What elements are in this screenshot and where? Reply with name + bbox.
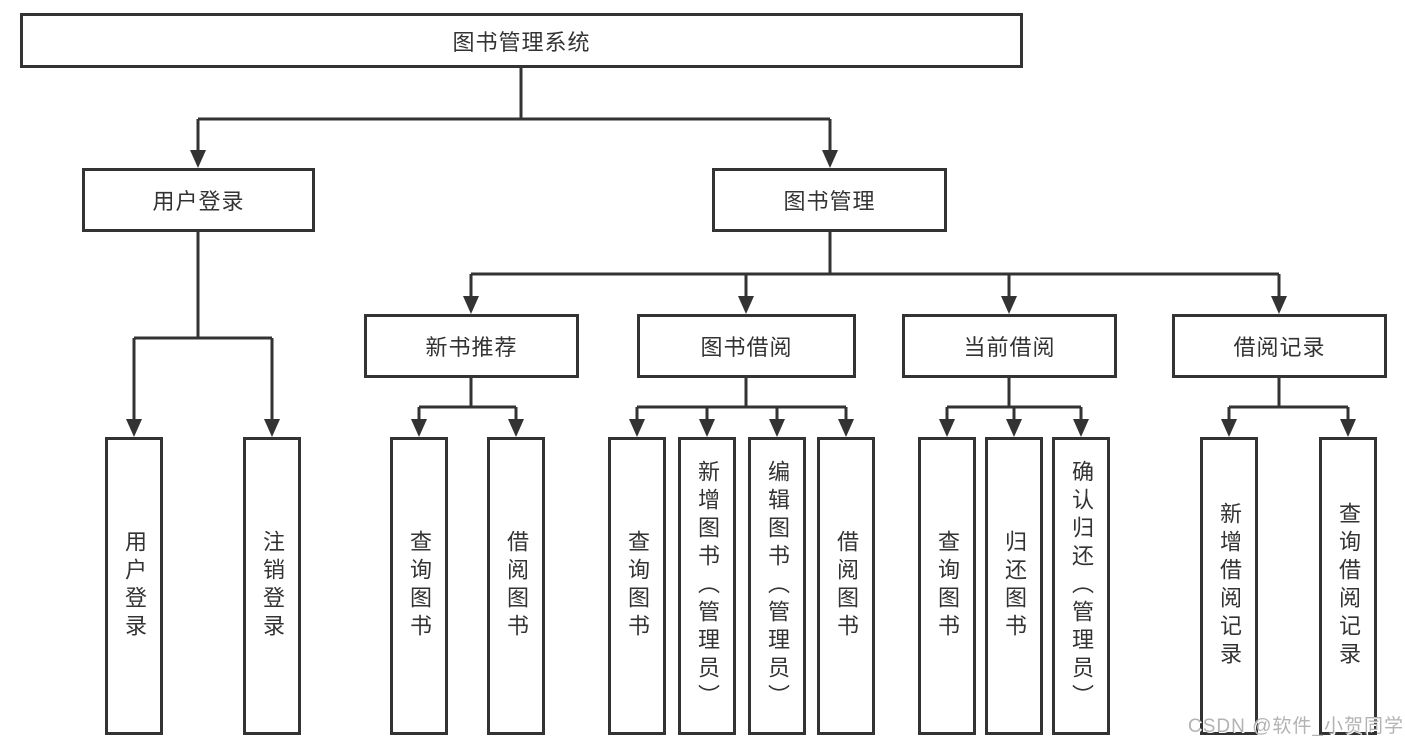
leaf-records-add-record: 新增借阅记录: [1200, 437, 1258, 735]
leaf-recommend-query-books: 查询图书: [390, 437, 448, 735]
leaf-borrow-edit-books-admin: 编辑图书（管理员）: [748, 437, 806, 735]
node-current-borrow: 当前借阅: [902, 314, 1117, 378]
leaf-borrow-borrow-books: 借阅图书: [817, 437, 875, 735]
arrowhead: [838, 419, 854, 437]
node-root-system: 图书管理系统: [20, 13, 1023, 68]
arrowhead: [264, 419, 280, 437]
leaf-user-login: 用户登录: [105, 437, 163, 735]
node-user-login: 用户登录: [82, 168, 315, 232]
connector-user-login-to-leaves: [126, 232, 280, 437]
arrowhead: [1001, 296, 1017, 314]
node-book-management: 图书管理: [712, 168, 947, 232]
leaf-current-confirm-return-admin: 确认归还（管理员）: [1052, 437, 1110, 735]
arrowhead: [1340, 419, 1356, 437]
node-borrow-records: 借阅记录: [1172, 314, 1387, 378]
connector-root-to-branches: [190, 68, 838, 168]
connector-borrow-records-to-leaves: [1221, 378, 1356, 437]
arrowhead: [1271, 296, 1287, 314]
arrowhead: [508, 419, 524, 437]
arrowhead: [126, 419, 142, 437]
csdn-watermark: CSDN @软件_小贺同学: [1188, 716, 1404, 737]
node-book-borrow: 图书借阅: [637, 314, 856, 378]
arrowhead: [939, 419, 955, 437]
leaf-current-return-books: 归还图书: [985, 437, 1043, 735]
leaf-borrow-query-books: 查询图书: [608, 437, 666, 735]
connector-new-book-to-leaves: [411, 378, 524, 437]
arrowhead: [738, 296, 754, 314]
connector-book-borrow-to-leaves: [629, 378, 854, 437]
leaf-logout: 注销登录: [243, 437, 301, 735]
arrowhead: [1221, 419, 1237, 437]
arrowhead: [1073, 419, 1089, 437]
connector-book-management-to-sections: [463, 232, 1287, 314]
arrowhead: [629, 419, 645, 437]
arrowhead: [699, 419, 715, 437]
leaf-current-query-books: 查询图书: [918, 437, 976, 735]
arrowhead: [190, 150, 206, 168]
arrowhead: [769, 419, 785, 437]
arrowhead: [411, 419, 427, 437]
arrowhead: [463, 296, 479, 314]
arrowhead: [822, 150, 838, 168]
leaf-borrow-add-books-admin: 新增图书（管理员）: [678, 437, 736, 735]
connector-current-borrow-to-leaves: [939, 378, 1089, 437]
leaf-records-query-record: 查询借阅记录: [1319, 437, 1377, 735]
leaf-recommend-borrow-books: 借阅图书: [487, 437, 545, 735]
arrowhead: [1006, 419, 1022, 437]
node-new-book-recommend: 新书推荐: [364, 314, 579, 378]
